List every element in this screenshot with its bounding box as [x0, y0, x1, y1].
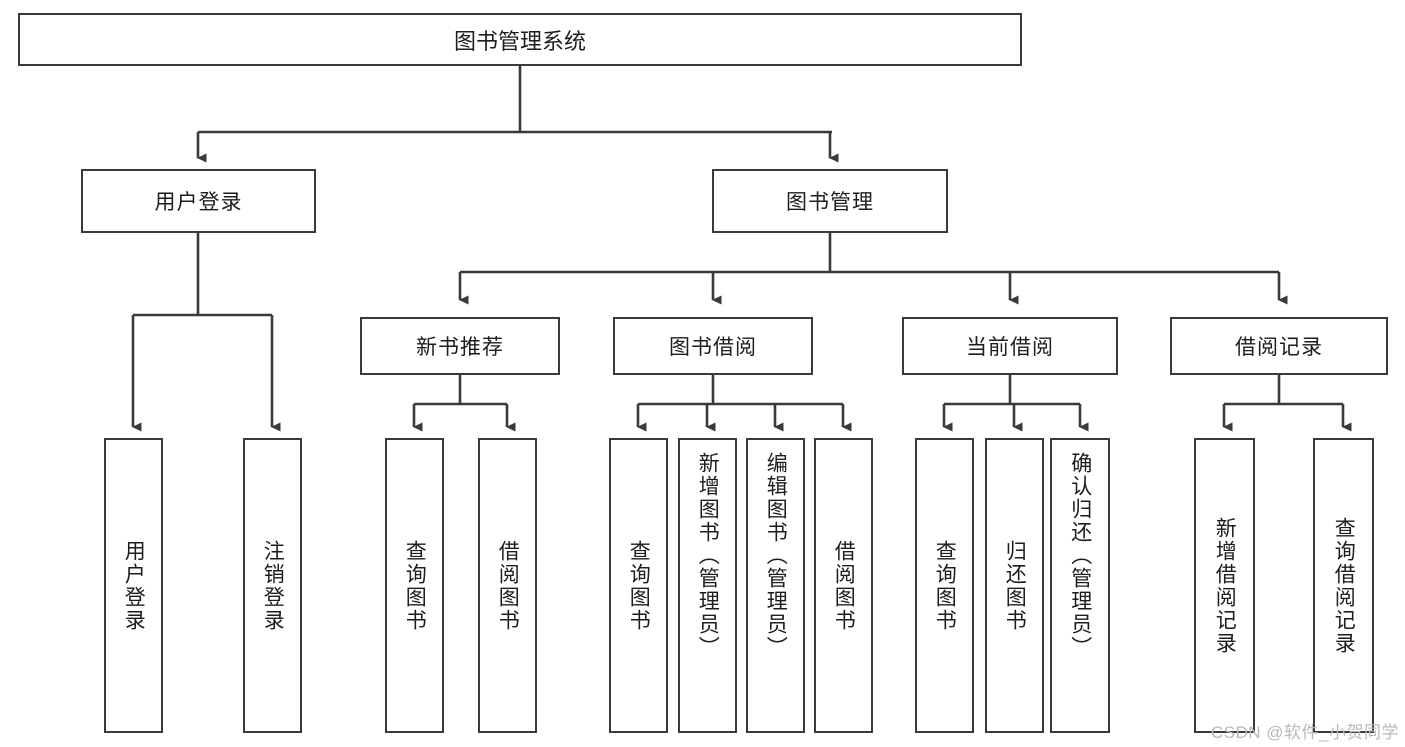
leaf-current-search-book[interactable]: 查询图书	[915, 438, 974, 733]
node-new-book-recommend-label: 新书推荐	[416, 336, 504, 359]
node-root-label: 图书管理系统	[453, 28, 586, 54]
node-book-borrow-label: 图书借阅	[669, 336, 757, 359]
node-root[interactable]: 图书管理系统	[18, 13, 1022, 66]
node-new-book-recommend[interactable]: 新书推荐	[360, 317, 560, 375]
leaf-label: 确认归还（管理员）	[1068, 452, 1092, 659]
leaf-label: 查询图书	[627, 539, 651, 632]
leaf-label: 用户登录	[122, 539, 146, 632]
leaf-borrow-search-book[interactable]: 查询图书	[609, 438, 668, 733]
leaf-label: 借阅图书	[832, 539, 856, 632]
node-book-borrow[interactable]: 图书借阅	[613, 317, 813, 375]
node-borrow-record[interactable]: 借阅记录	[1170, 317, 1388, 375]
leaf-label: 新增借阅记录	[1213, 516, 1237, 655]
leaf-user-login-signin[interactable]: 用户登录	[104, 438, 163, 733]
leaf-borrow-borrow-book[interactable]: 借阅图书	[814, 438, 873, 733]
leaf-label: 归还图书	[1003, 539, 1027, 632]
node-borrow-record-label: 借阅记录	[1235, 336, 1323, 359]
leaf-current-confirm-return-admin[interactable]: 确认归还（管理员）	[1050, 438, 1110, 733]
csdn-watermark: CSDN @软件_小贺同学	[1210, 723, 1399, 742]
leaf-user-login-signout[interactable]: 注销登录	[243, 438, 302, 733]
leaf-label: 编辑图书（管理员）	[764, 452, 788, 659]
node-book-management[interactable]: 图书管理	[712, 169, 948, 233]
leaf-label: 查询图书	[403, 539, 427, 632]
leaf-new-book-borrow[interactable]: 借阅图书	[478, 438, 537, 733]
leaf-label: 借阅图书	[496, 539, 520, 632]
leaf-record-add[interactable]: 新增借阅记录	[1194, 438, 1255, 733]
node-book-management-label: 图书管理	[786, 191, 874, 214]
leaf-label: 新增图书（管理员）	[696, 452, 720, 659]
leaf-label: 查询图书	[933, 539, 957, 632]
leaf-borrow-add-book-admin[interactable]: 新增图书（管理员）	[678, 438, 737, 733]
leaf-label: 查询借阅记录	[1332, 516, 1356, 655]
node-user-login-label: 用户登录	[154, 191, 243, 214]
leaf-record-search[interactable]: 查询借阅记录	[1313, 438, 1374, 733]
node-current-borrow-label: 当前借阅	[966, 336, 1054, 359]
leaf-current-return-book[interactable]: 归还图书	[985, 438, 1044, 733]
leaf-new-book-search[interactable]: 查询图书	[385, 438, 444, 733]
node-current-borrow[interactable]: 当前借阅	[902, 317, 1118, 375]
leaf-borrow-edit-book-admin[interactable]: 编辑图书（管理员）	[746, 438, 805, 733]
leaf-label: 注销登录	[261, 539, 285, 632]
node-user-login[interactable]: 用户登录	[81, 169, 316, 233]
